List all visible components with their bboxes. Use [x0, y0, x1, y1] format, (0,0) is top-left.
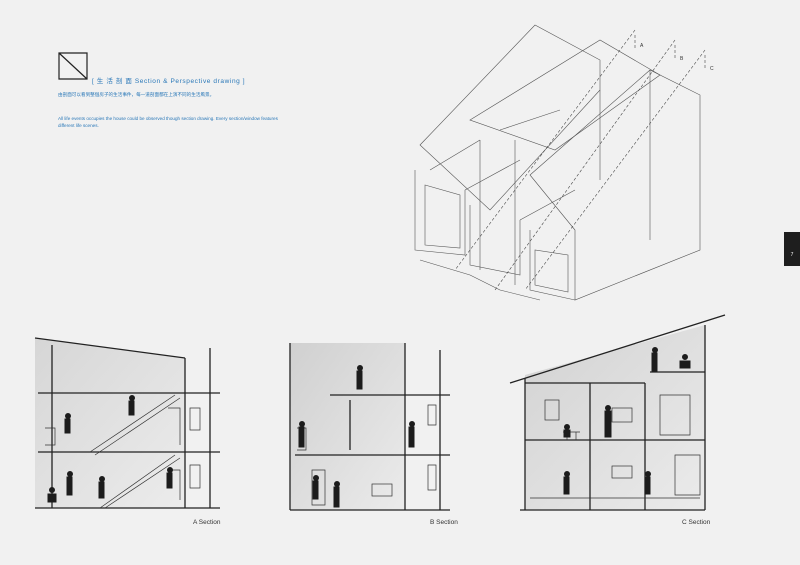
page-number: 7: [790, 252, 794, 258]
caption-b-section: B Section: [430, 519, 458, 526]
description-chinese: 由剖面可以看到整個房子的生活事件，每一道剖面都在上演不同的生活風景。: [58, 92, 215, 97]
page-title: [ 生 活 剖 面 Section & Perspective drawing …: [92, 78, 246, 85]
marker-a: A: [640, 43, 644, 49]
marker-c: C: [710, 66, 714, 72]
caption-c-section: C Section: [682, 519, 711, 526]
description-english: All life events occupies the house could…: [58, 116, 278, 128]
section-logo-icon: [58, 52, 88, 80]
caption-a-section: A Section: [193, 519, 221, 526]
marker-b: B: [680, 56, 684, 62]
page-tab: [784, 232, 800, 266]
